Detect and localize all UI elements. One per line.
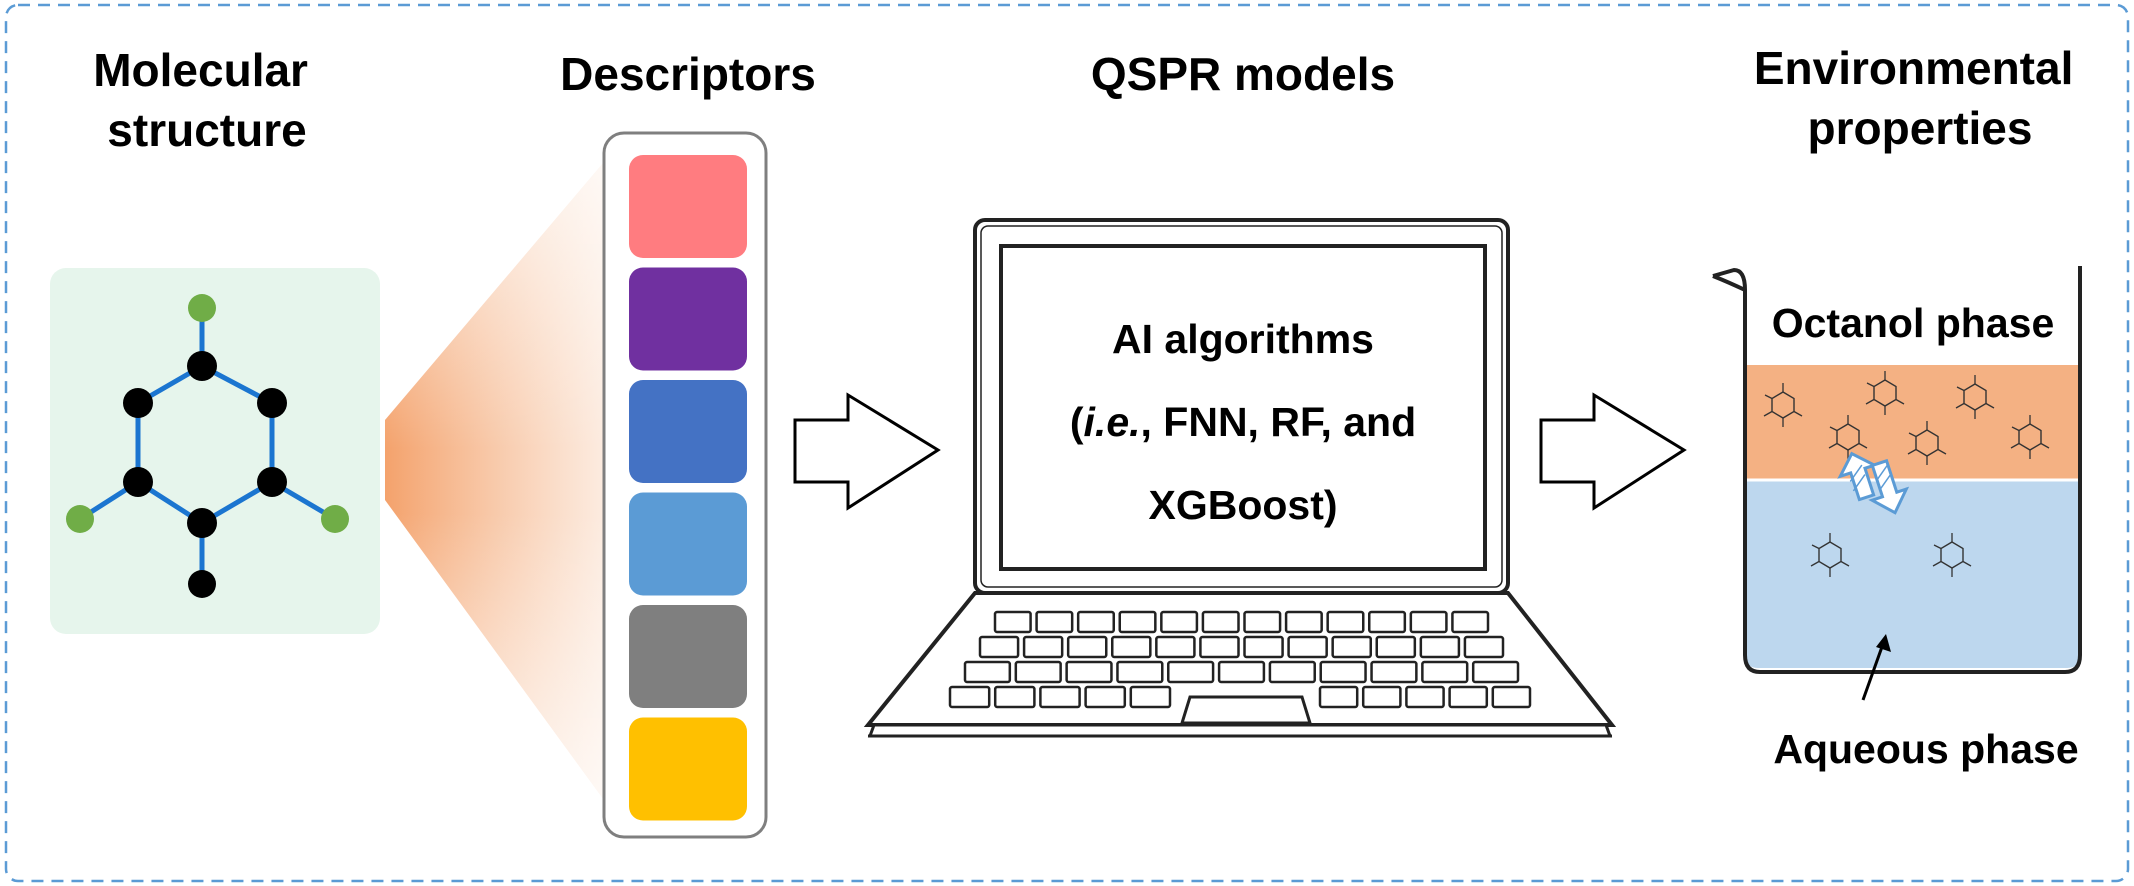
screen-line-3: XGBoost) (1148, 482, 1337, 528)
keyboard-key (1405, 685, 1445, 709)
descriptor-block-6 (629, 717, 747, 821)
keyboard-key (1421, 660, 1469, 684)
keyboard-key (1160, 610, 1199, 634)
keyboard-key (1076, 610, 1115, 634)
keyboard-key (1284, 610, 1323, 634)
environmental-title: Environmental properties (1754, 42, 2086, 154)
keyboard-key (1066, 635, 1108, 659)
descriptor-funnel (385, 162, 604, 800)
laptop-icon (863, 218, 1617, 738)
keyboard-key (1451, 610, 1490, 634)
octanol-phase-label: Octanol phase (1772, 300, 2055, 346)
screen-line-1: AI algorithms (1112, 316, 1374, 362)
keyboard-key (1326, 610, 1365, 634)
descriptor-block-5 (629, 605, 747, 708)
keyboard-key (1319, 660, 1367, 684)
keyboard-key (1199, 635, 1240, 659)
exchange-arrows-icon (1837, 451, 1910, 515)
keyboard-key (1022, 635, 1064, 659)
keyboard-key (1471, 660, 1520, 684)
qspr-title: QSPR models (1091, 48, 1395, 100)
aqueous-layer (1745, 480, 2080, 668)
descriptor-block-1 (629, 155, 747, 258)
keyboard-key (1318, 685, 1359, 709)
keyboard-keys (948, 610, 1532, 709)
keyboard-key (1065, 660, 1113, 684)
keyboard-key (1201, 610, 1240, 634)
keyboard-key (1463, 635, 1505, 659)
keyboard-key (1014, 660, 1062, 684)
block-arrow-icon (1539, 392, 1687, 511)
keyboard-key (1217, 660, 1266, 684)
aqueous-phase-label: Aqueous phase (1773, 726, 2078, 772)
touchpad (1179, 695, 1313, 725)
keyboard-key (1370, 660, 1418, 684)
keyboard-key (1129, 685, 1172, 709)
keyboard-key (1448, 685, 1489, 709)
keyboard-key (1375, 635, 1417, 659)
descriptor-blocks (629, 155, 747, 821)
keyboard-key (1111, 635, 1152, 659)
keyboard-key (1243, 610, 1282, 634)
keyboard-key (1361, 685, 1402, 709)
beaker-icon (1712, 266, 2082, 674)
hexagon-molecule-icon (66, 294, 349, 598)
pointer-arrow-icon (1861, 634, 1891, 701)
block-arrow-icon (793, 392, 941, 511)
keyboard-key (1268, 660, 1316, 684)
keyboard-key (948, 685, 991, 709)
molecule-panel (50, 268, 380, 634)
keyboard-key (1035, 610, 1074, 634)
keyboard-key (993, 610, 1032, 634)
octanol-layer (1745, 365, 2080, 480)
keyboard-key (1419, 635, 1461, 659)
outer-border (4, 3, 2130, 883)
descriptor-block-4 (629, 492, 747, 596)
keyboard-key (993, 685, 1036, 709)
keyboard-key (963, 660, 1012, 684)
molecular-title: Molecular structure (93, 44, 321, 156)
keyboard-key (1039, 685, 1081, 709)
descriptors-title: Descriptors (560, 48, 816, 100)
keyboard-key (1491, 685, 1532, 709)
descriptor-block-2 (629, 267, 747, 371)
keyboard-key (1409, 610, 1448, 634)
keyboard-key (1331, 635, 1372, 659)
keyboard-key (1287, 635, 1328, 659)
keyboard-key (1155, 635, 1196, 659)
keyboard-key (1116, 660, 1164, 684)
keyboard-key (1368, 610, 1407, 634)
keyboard-key (1167, 660, 1215, 684)
keyboard-key (1118, 610, 1157, 634)
keyboard-key (1243, 635, 1284, 659)
screen-line-2: (i.e., FNN, RF, and (1070, 399, 1416, 445)
descriptor-block-3 (629, 380, 747, 483)
keyboard-key (978, 635, 1020, 659)
keyboard-key (1084, 685, 1127, 709)
